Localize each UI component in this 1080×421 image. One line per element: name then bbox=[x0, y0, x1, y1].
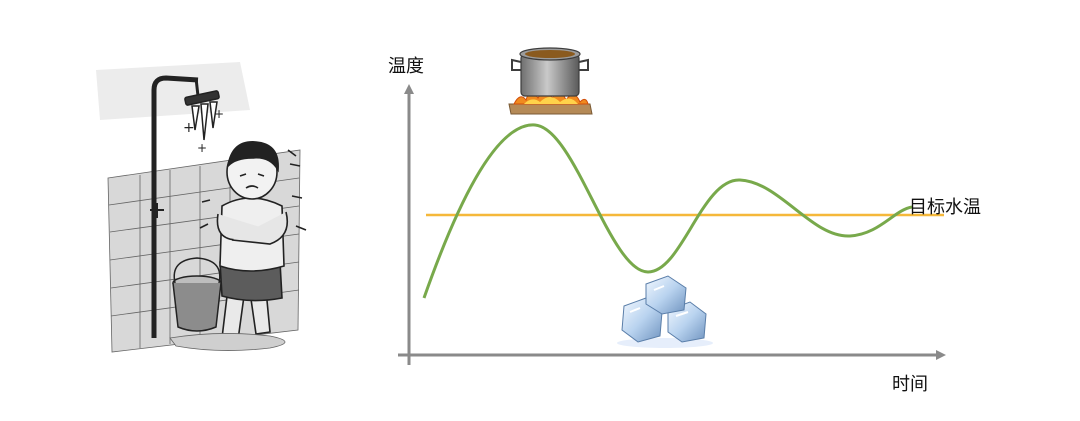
bucket bbox=[172, 257, 222, 332]
wall-top bbox=[96, 62, 250, 120]
shivering-person bbox=[199, 141, 307, 341]
temperature-curve bbox=[422, 123, 913, 299]
y-axis-label: 温度 bbox=[388, 56, 424, 77]
svg-text:+: + bbox=[214, 107, 224, 121]
svg-text:+: + bbox=[183, 120, 195, 136]
pot-on-fire-icon bbox=[508, 47, 593, 115]
floor-puddle bbox=[169, 333, 286, 351]
icicles: + + + bbox=[183, 101, 224, 155]
target-line-label: 目标水温 bbox=[909, 197, 981, 218]
person-shower-illustration: + + + bbox=[96, 62, 307, 353]
ice-cubes-icon bbox=[617, 275, 713, 348]
shower-pipe bbox=[150, 75, 220, 338]
svg-text:+: + bbox=[197, 141, 207, 155]
x-axis-label: 时间 bbox=[892, 374, 928, 395]
